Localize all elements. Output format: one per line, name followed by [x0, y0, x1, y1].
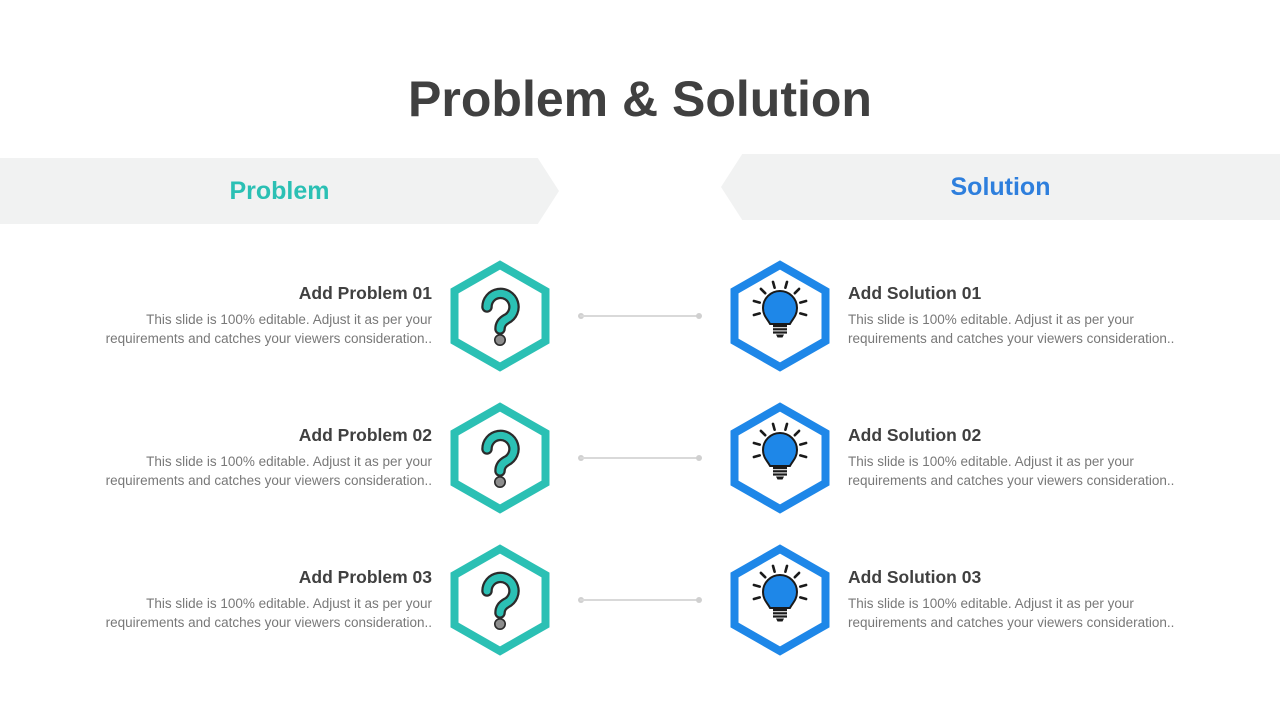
- solution-item-1: Add Solution 01 This slide is 100% edita…: [848, 283, 1208, 349]
- connector-line: [578, 313, 702, 319]
- lightbulb-icon: [730, 544, 830, 656]
- problem-item-3: Add Problem 03 This slide is 100% editab…: [72, 567, 432, 633]
- question-mark-icon: [450, 544, 550, 656]
- problem-item-description: This slide is 100% editable. Adjust it a…: [105, 454, 432, 488]
- problem-item-description: This slide is 100% editable. Adjust it a…: [105, 312, 432, 346]
- problem-solution-row: Add Problem 03 This slide is 100% editab…: [0, 544, 1280, 656]
- problem-solution-row: Add Problem 01 This slide is 100% editab…: [0, 260, 1280, 372]
- lightbulb-icon: [730, 402, 830, 514]
- connector-dot: [696, 455, 702, 461]
- solution-header-label: Solution: [950, 172, 1051, 201]
- solution-header-banner: Solution: [721, 154, 1280, 220]
- solution-item-title: Add Solution 02: [848, 425, 982, 445]
- problem-item-description: This slide is 100% editable. Adjust it a…: [105, 596, 432, 630]
- connector-dot: [696, 313, 702, 319]
- solution-item-description: This slide is 100% editable. Adjust it a…: [848, 312, 1175, 346]
- connector-rule: [580, 457, 700, 459]
- connector-line: [578, 455, 702, 461]
- connector-rule: [580, 599, 700, 601]
- solution-item-description: This slide is 100% editable. Adjust it a…: [848, 454, 1175, 488]
- connector-line: [578, 597, 702, 603]
- solution-item-title: Add Solution 03: [848, 567, 982, 587]
- question-mark-icon: [450, 402, 550, 514]
- problem-solution-row: Add Problem 02 This slide is 100% editab…: [0, 402, 1280, 514]
- lightbulb-icon: [730, 260, 830, 372]
- problem-item-title: Add Problem 03: [298, 567, 432, 587]
- question-mark-icon: [450, 260, 550, 372]
- solution-item-2: Add Solution 02 This slide is 100% edita…: [848, 425, 1208, 491]
- problem-item-2: Add Problem 02 This slide is 100% editab…: [72, 425, 432, 491]
- solution-item-title: Add Solution 01: [848, 283, 982, 303]
- connector-dot: [696, 597, 702, 603]
- page-title: Problem & Solution: [408, 70, 872, 127]
- solution-item-3: Add Solution 03 This slide is 100% edita…: [848, 567, 1208, 633]
- connector-rule: [580, 315, 700, 317]
- problem-item-1: Add Problem 01 This slide is 100% editab…: [72, 283, 432, 349]
- problem-item-title: Add Problem 01: [298, 283, 432, 303]
- problem-item-title: Add Problem 02: [298, 425, 432, 445]
- problem-header-label: Problem: [229, 176, 330, 205]
- problem-header-banner: Problem: [0, 158, 559, 224]
- solution-item-description: This slide is 100% editable. Adjust it a…: [848, 596, 1175, 630]
